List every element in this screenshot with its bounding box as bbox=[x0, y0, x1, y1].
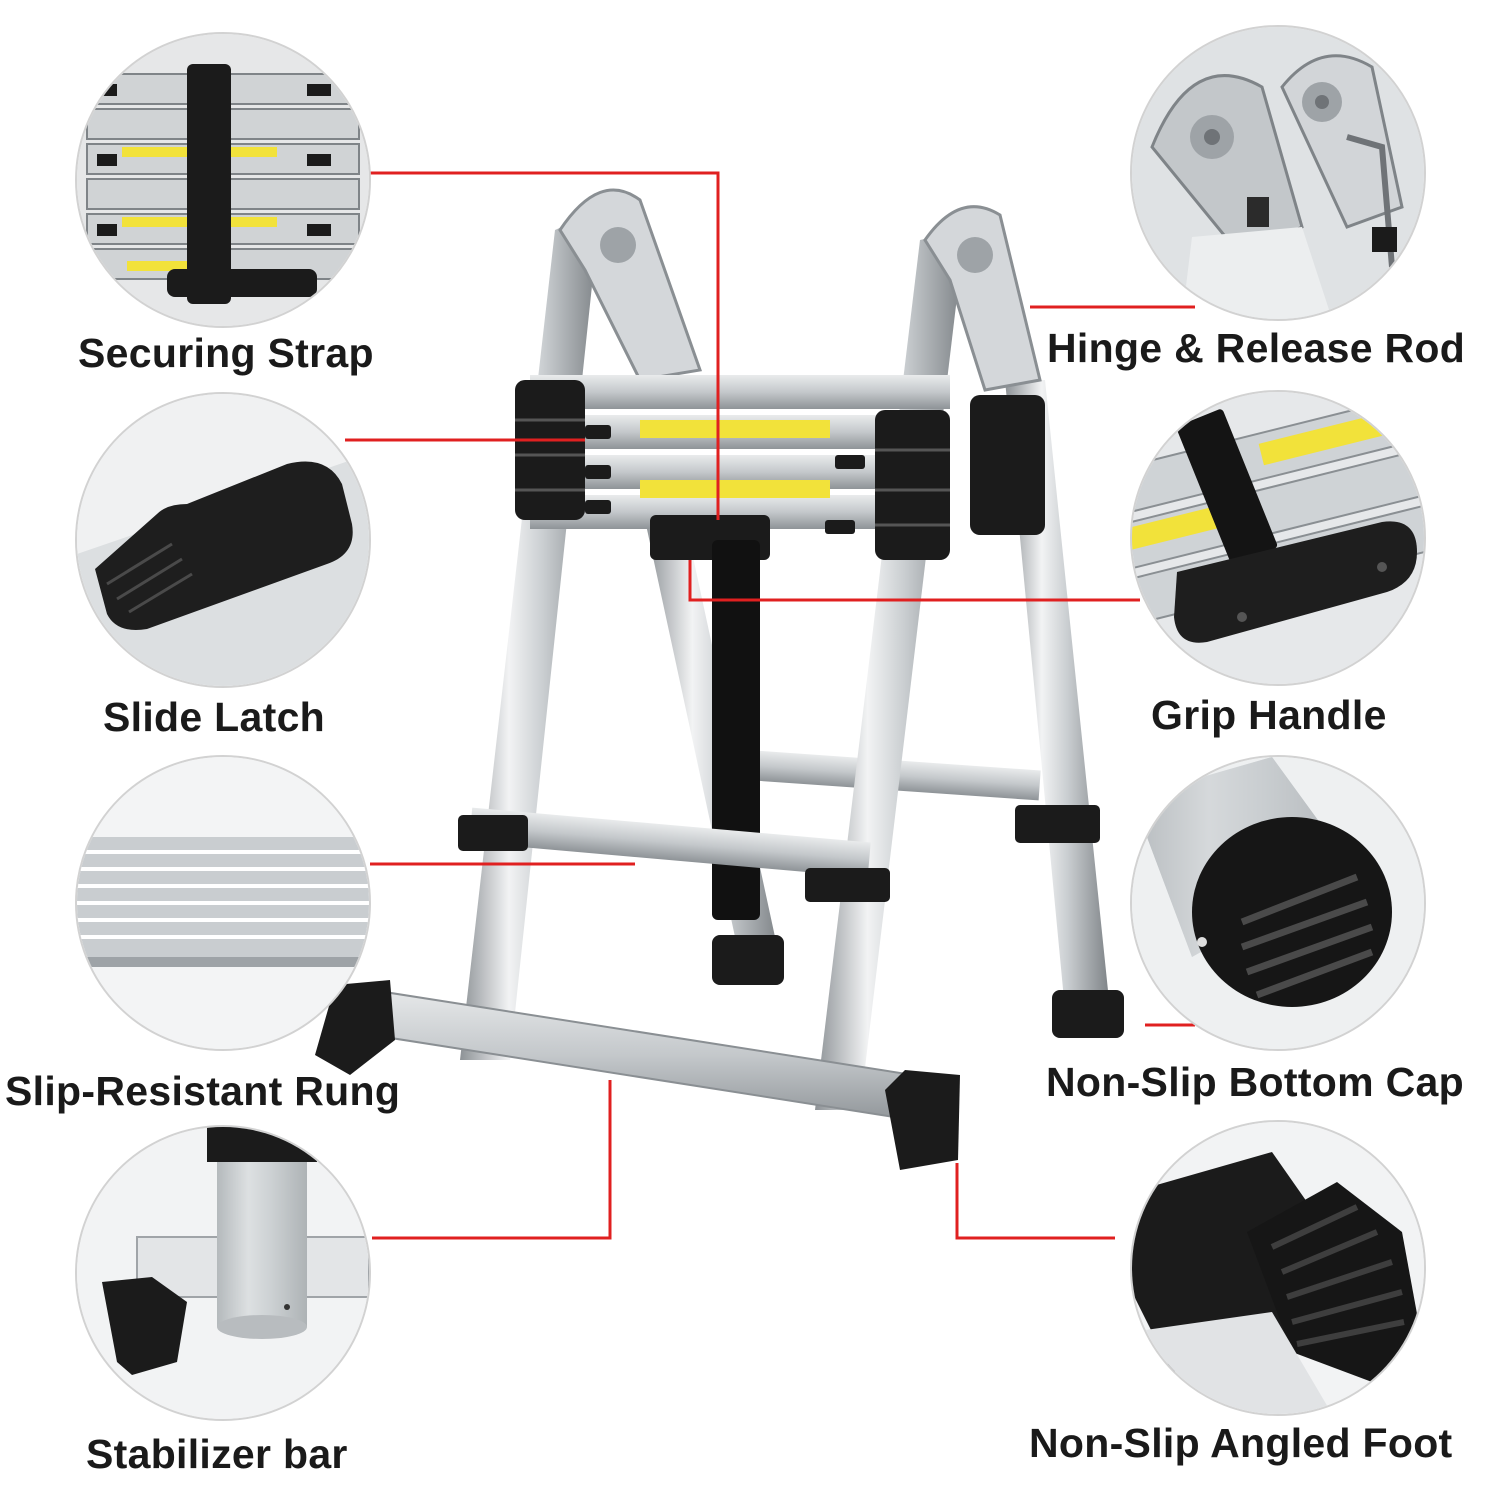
label-slide-latch: Slide Latch bbox=[103, 694, 326, 740]
rung-middle bbox=[458, 805, 1100, 902]
bottom-cap-detail-image bbox=[1132, 757, 1424, 1049]
stabilizer-bar bbox=[315, 980, 960, 1170]
label-securing-strap: Securing Strap bbox=[78, 330, 374, 376]
hinge-detail-image bbox=[1132, 27, 1424, 319]
label-grip-handle: Grip Handle bbox=[1151, 692, 1387, 738]
stabilizer-bar-detail-image bbox=[77, 1127, 369, 1419]
label-slip-resistant-rung: Slip-Resistant Rung bbox=[5, 1068, 401, 1114]
angled-foot-detail-image bbox=[1132, 1122, 1424, 1414]
securing-strap-detail-image bbox=[77, 34, 369, 326]
back-leg-right bbox=[1005, 380, 1124, 1038]
detail-circle-non-slip-bottom-cap bbox=[1130, 755, 1426, 1051]
grip-handle-detail-image bbox=[1132, 392, 1424, 684]
detail-circle-slip-resistant-rung bbox=[75, 755, 371, 1051]
label-stabilizer-bar: Stabilizer bar bbox=[86, 1431, 348, 1477]
detail-circle-slide-latch bbox=[75, 392, 371, 688]
label-non-slip-bottom-cap: Non-Slip Bottom Cap bbox=[1046, 1059, 1464, 1105]
front-leg-right bbox=[815, 230, 965, 1110]
label-non-slip-angled-foot: Non-Slip Angled Foot bbox=[1029, 1420, 1453, 1466]
detail-circle-securing-strap bbox=[75, 32, 371, 328]
label-hinge-release-rod: Hinge & Release Rod bbox=[1047, 325, 1466, 371]
detail-circle-stabilizer-bar bbox=[75, 1125, 371, 1421]
securing-strap bbox=[650, 515, 770, 920]
front-leg-left bbox=[460, 210, 600, 1060]
collapsed-rungs-stack bbox=[515, 375, 1045, 560]
rung-detail-image bbox=[77, 757, 369, 1049]
slide-latch-detail-image bbox=[77, 394, 369, 686]
detail-circle-grip-handle bbox=[1130, 390, 1426, 686]
detail-circle-hinge-release-rod bbox=[1130, 25, 1426, 321]
hinge-right bbox=[923, 205, 1042, 392]
detail-circle-non-slip-angled-foot bbox=[1130, 1120, 1426, 1416]
